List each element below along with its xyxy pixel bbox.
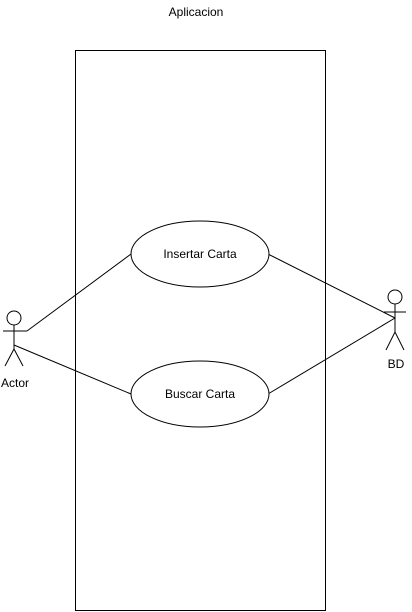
actor-figure[interactable] (3, 310, 27, 367)
bd-right-leg (394, 331, 405, 351)
actor-right-leg (13, 348, 24, 367)
associations (13, 253, 396, 395)
bd-left-leg (385, 331, 396, 351)
actor-head (6, 310, 22, 326)
bd-actor-figure[interactable] (384, 289, 406, 351)
system-title: Aplicacion (169, 5, 224, 19)
use-case-insertar-carta[interactable]: Insertar Carta (130, 220, 270, 288)
bd-head (387, 289, 403, 305)
use-case-ellipse (130, 220, 270, 288)
association-buscar-carta-bd (267, 317, 396, 395)
use-case-ellipse (130, 360, 270, 428)
association-actor-buscar-carta (13, 344, 132, 395)
actor-label: Actor (1, 376, 29, 390)
use-case-label: Buscar Carta (165, 387, 235, 401)
system-boundary (75, 50, 326, 611)
bd-label: BD (388, 357, 405, 371)
use-case-buscar-carta[interactable]: Buscar Carta (130, 360, 270, 428)
association-insertar-carta-bd (267, 253, 396, 319)
association-actor-insertar-carta (26, 253, 132, 332)
actor-left-leg (4, 348, 15, 367)
use-case-label: Insertar Carta (163, 247, 237, 261)
